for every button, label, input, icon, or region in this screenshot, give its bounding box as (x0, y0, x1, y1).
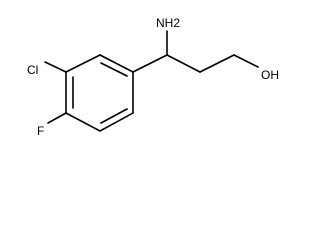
ring-double-bond-2 (100, 108, 128, 124)
bond-ch2-to-oh (233, 54, 259, 68)
bond-ring-to-cl (44, 61, 67, 73)
ring-double-bond-1 (100, 62, 128, 77)
ring-bond-3 (99, 112, 134, 132)
ring-bond-4 (65, 112, 101, 132)
halogen-bonds (44, 61, 67, 124)
hydroxyl-label: OH (261, 68, 279, 82)
structure-diagram: NH2 OH Cl F (27, 16, 279, 138)
fluoro-label: F (37, 124, 44, 138)
bond-ring-to-chiral-carbon (132, 54, 168, 73)
bond-ch2-to-ch2 (199, 54, 235, 73)
benzene-ring (65, 54, 134, 132)
ring-bond-6 (65, 54, 101, 73)
chloro-label: Cl (27, 63, 38, 77)
bond-ring-to-f (47, 112, 67, 124)
amine-label: NH2 (156, 16, 180, 30)
bond-chiral-carbon-to-ch2 (166, 54, 201, 73)
ring-bond-1 (99, 54, 134, 73)
side-chain (132, 30, 259, 73)
